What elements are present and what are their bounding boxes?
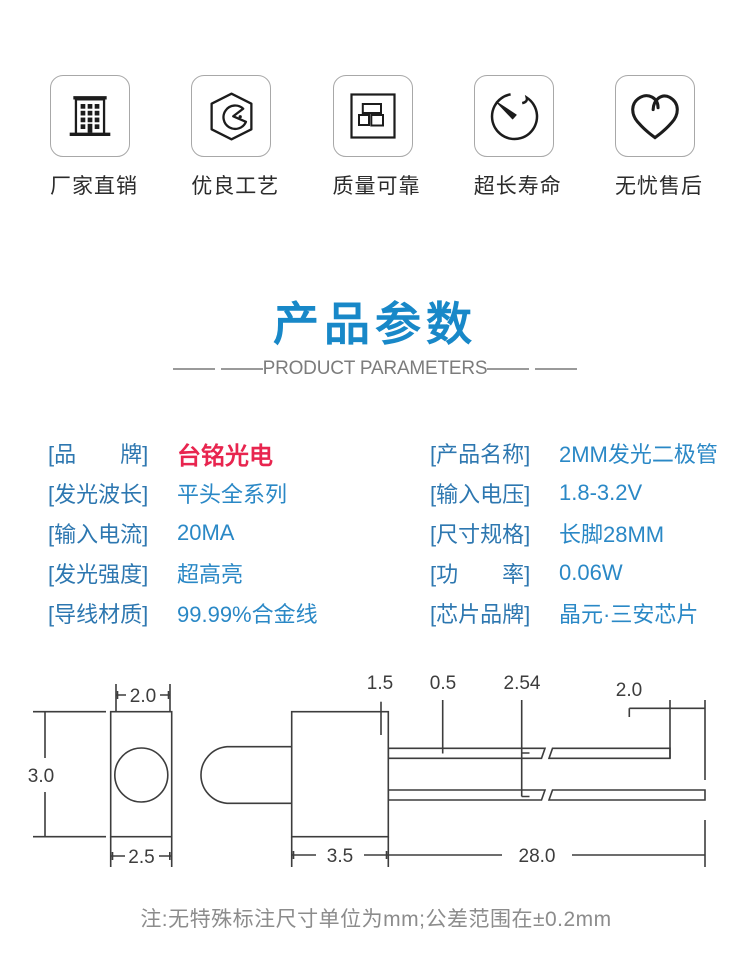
param-label: [产品名称] (430, 442, 531, 467)
svg-text:3.0: 3.0 (28, 766, 54, 787)
param-value: 长脚28MM (559, 522, 665, 547)
param-label: [尺寸规格] (430, 522, 531, 547)
lead-bottom-left (387, 789, 547, 801)
feature-box (191, 75, 272, 157)
param-row: [产品名称] 2MM发光二极管 (430, 433, 718, 473)
param-value: 20MA (177, 520, 235, 545)
svg-text:2.0: 2.0 (616, 680, 642, 701)
param-row: [芯片品牌] 晶元·三安芯片 (430, 593, 718, 633)
param-row: [输入电流] 20MA (48, 513, 318, 553)
param-value: 99.99%合金线 (177, 602, 318, 627)
dash-line (535, 368, 578, 370)
section-subtitle-row: PRODUCT PARAMETERS (0, 358, 750, 380)
feature-item: 无忧售后 (615, 75, 703, 200)
lead-top-left (387, 747, 547, 760)
lead-bottom-right (547, 789, 706, 801)
param-label: [品 牌] (48, 442, 149, 467)
param-value-brand: 台铭光电 (177, 442, 273, 470)
svg-text:2.5: 2.5 (128, 847, 154, 868)
craft-hexagon-icon (210, 92, 253, 140)
feature-item: 优良工艺 (191, 75, 280, 200)
param-column-left: [品 牌] 台铭光电 [发光波长] 平头全系列 [输入电流] 20MA [发光强… (48, 433, 318, 633)
svg-text:3.5: 3.5 (327, 846, 353, 867)
param-value: 0.06W (559, 560, 623, 585)
param-row: [功 率] 0.06W (430, 553, 718, 593)
param-label: [输入电流] (48, 522, 149, 547)
param-label: [发光强度] (48, 562, 149, 587)
param-value: 平头全系列 (177, 482, 288, 507)
feature-box (50, 75, 130, 157)
heart-icon (631, 94, 679, 140)
feature-label: 优良工艺 (191, 175, 280, 198)
feature-label: 超长寿命 (473, 175, 562, 198)
feature-box (473, 75, 554, 157)
section-title: 产品参数 (273, 298, 477, 350)
param-value: 超高亮 (177, 562, 244, 587)
dash-line (487, 368, 530, 370)
front-view-outline (109, 710, 173, 838)
param-row: [发光波长] 平头全系列 (48, 473, 318, 513)
svg-text:0.5: 0.5 (430, 673, 456, 694)
param-label: [芯片品牌] (430, 602, 531, 627)
quality-icon (349, 93, 396, 139)
feature-label: 厂家直销 (50, 175, 138, 198)
param-value: 1.8-3.2V (559, 480, 643, 505)
param-label: [发光波长] (48, 482, 149, 507)
svg-text:28.0: 28.0 (519, 846, 556, 867)
side-view-dome (200, 745, 292, 805)
feature-row: 厂家直销 优良工艺 质量可靠 超长 (50, 75, 703, 200)
building-icon (69, 96, 111, 136)
side-view-body (290, 710, 390, 838)
feature-item: 超长寿命 (473, 75, 562, 200)
svg-text:2.54: 2.54 (504, 673, 541, 694)
lead-top-right (547, 747, 671, 760)
param-value: 2MM发光二极管 (559, 442, 718, 467)
feature-box (615, 75, 695, 157)
front-view-lens (114, 747, 169, 803)
feature-item: 质量可靠 (332, 75, 421, 200)
param-row: [导线材质] 99.99%合金线 (48, 593, 318, 633)
section-subtitle: PRODUCT PARAMETERS (262, 358, 488, 379)
param-row: [品 牌] 台铭光电 (48, 433, 318, 473)
footnote: 注:无特殊标注尺寸单位为mm;公差范围在±0.2mm (140, 908, 612, 931)
param-column-right: [产品名称] 2MM发光二极管 [输入电压] 1.8-3.2V [尺寸规格] 长… (430, 433, 718, 633)
svg-text:1.5: 1.5 (367, 673, 393, 694)
param-row: [输入电压] 1.8-3.2V (430, 473, 718, 513)
feature-label: 无忧售后 (615, 175, 703, 198)
dash-line (172, 368, 215, 370)
dimension-drawing: 2.0 3.0 2.5 1.5 0.5 2.54 2.0 3.5 28.0 (28, 673, 706, 868)
feature-box (332, 75, 413, 157)
param-label: [导线材质] (48, 602, 149, 627)
feature-item: 厂家直销 (50, 75, 138, 200)
dash-line (220, 368, 263, 370)
param-row: [发光强度] 超高亮 (48, 553, 318, 593)
param-label: [功 率] (430, 562, 531, 587)
svg-text:2.0: 2.0 (130, 686, 156, 707)
feature-label: 质量可靠 (332, 175, 421, 198)
timer-icon (490, 93, 538, 141)
param-value: 晶元·三安芯片 (559, 602, 699, 627)
param-row: [尺寸规格] 长脚28MM (430, 513, 718, 553)
param-label: [输入电压] (430, 482, 531, 507)
